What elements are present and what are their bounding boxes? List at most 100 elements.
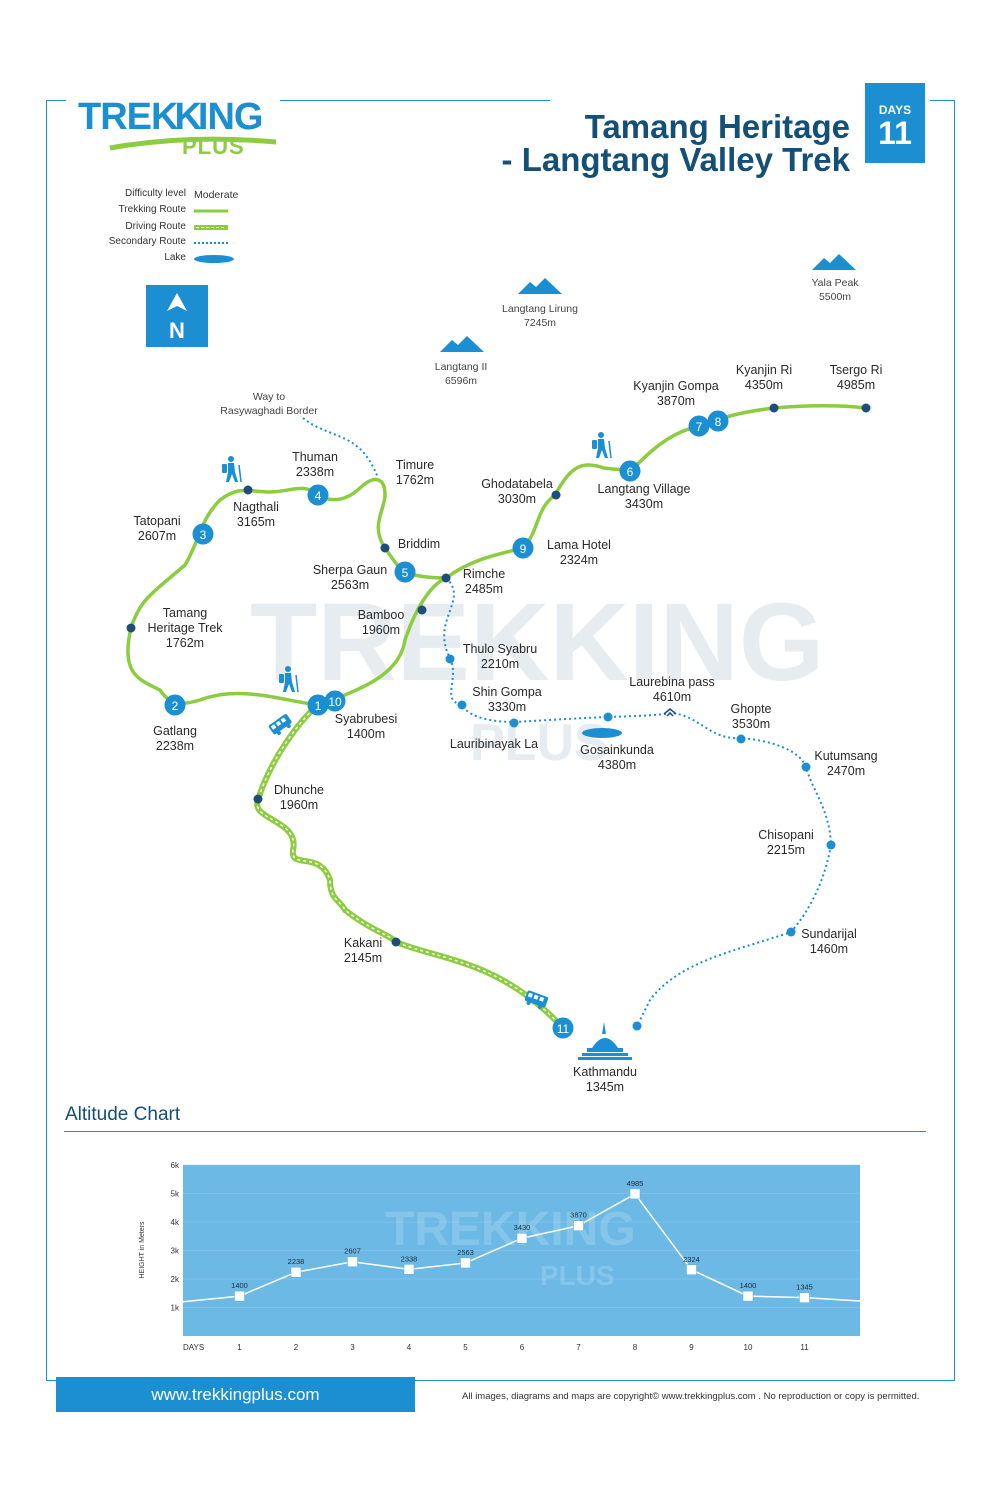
north-label: N <box>169 318 185 343</box>
chart-point <box>629 1188 641 1200</box>
secondary-nodes <box>445 654 836 1031</box>
chart-data-label: 2238 <box>288 1257 305 1266</box>
watermark-logo: TREKKING PLUS <box>250 581 824 772</box>
chart-point <box>686 1264 697 1276</box>
lake-gosainkunda-icon <box>582 728 622 738</box>
chart-data-label: 2324 <box>683 1255 700 1264</box>
days-badge-value: 11 <box>878 115 912 151</box>
altitude-chart-title: Altitude Chart <box>65 1104 181 1125</box>
day-marker-4: 4 <box>307 484 329 506</box>
chart-y-axis-label: HEIGHT in Meters <box>139 1221 146 1279</box>
chart-point <box>573 1220 584 1231</box>
chart-point <box>403 1264 415 1275</box>
chart-y-tick-label: 1k <box>171 1304 180 1313</box>
chart-point <box>799 1292 810 1303</box>
chart-x-tick-label: 9 <box>689 1343 694 1352</box>
peak-alt: 5500m <box>818 291 852 303</box>
day-marker-4-label: 4 <box>315 489 322 503</box>
day-marker-3: 3 <box>192 523 214 545</box>
svg-text:TREKKING: TREKKING <box>385 1203 636 1256</box>
hiker-icon-syabrubesi <box>279 666 299 693</box>
peak-alt: 7245m <box>523 317 557 329</box>
brand-word-3: ING <box>197 96 264 138</box>
logo-swoosh-icon <box>109 136 277 151</box>
days-badge: DAYS 11 <box>865 83 925 163</box>
node-end-dotted <box>632 1021 642 1031</box>
day-marker-1-label: 1 <box>315 699 322 713</box>
peak-name: Langtang Lirung <box>502 303 578 315</box>
chart-point <box>290 1266 302 1278</box>
chart-data-label: 2338 <box>401 1254 418 1263</box>
pass-icon <box>663 708 677 717</box>
brand-word-1: TRE <box>78 96 152 138</box>
node-ghopte <box>736 734 746 744</box>
node-kutumsang <box>801 762 811 772</box>
legend-lake-label: Lake <box>164 252 186 263</box>
chart-x-tick-label: 11 <box>800 1343 809 1352</box>
bus-icon-kathmandu <box>524 990 549 1010</box>
svg-text:TREKKING: TREKKING <box>250 581 824 704</box>
day-marker-1: 1 <box>307 694 329 716</box>
brand-logo: TREKKING PLUS <box>78 96 278 159</box>
node-kakani <box>391 937 401 947</box>
chart-y-tick-label: 6k <box>171 1161 180 1170</box>
day-marker-8: 8 <box>707 410 729 432</box>
legend-trekking-label: Trekking Route <box>118 204 186 215</box>
day-marker-7: 7 <box>688 415 710 437</box>
svg-text:PLUS: PLUS <box>540 1260 615 1291</box>
chart-x-tick-label: 6 <box>520 1343 525 1352</box>
map-title-line2: - Langtang Valley Trek <box>501 141 850 178</box>
legend-difficulty-value: Moderate <box>194 189 239 201</box>
day-marker-9: 9 <box>512 537 534 559</box>
mountain-yala-peak-icon <box>812 254 856 270</box>
chart-x-tick-label: 5 <box>463 1343 468 1352</box>
website-link[interactable]: www.trekkingplus.com <box>56 1377 415 1412</box>
node-ghodatabela <box>551 490 561 500</box>
mountain-langtang-ii-icon <box>440 336 484 352</box>
altitude-chart-rule <box>64 1131 926 1132</box>
day-marker-7-label: 7 <box>696 420 703 434</box>
north-arrow: N <box>146 285 208 347</box>
secondary-route-rasuwa <box>302 417 379 479</box>
day-marker-2-label: 2 <box>172 699 179 713</box>
day-marker-9-label: 9 <box>520 542 527 556</box>
label-lauribinayak: Lauribinayak La <box>449 737 539 751</box>
hiker-icon-tamang <box>222 456 242 483</box>
chart-point <box>460 1257 471 1269</box>
legend-difficulty-label: Difficulty level <box>125 188 186 199</box>
node-chisopani <box>826 840 836 850</box>
chart-data-label: 4985 <box>627 1179 644 1188</box>
chart-data-label: 1345 <box>796 1283 813 1292</box>
chart-data-label: 2563 <box>457 1248 474 1257</box>
stupa-kathmandu-icon <box>578 1022 632 1060</box>
node-dhunche <box>253 794 263 804</box>
chart-watermark: TREKKING PLUS <box>385 1203 636 1291</box>
node-kyanjin-ri <box>769 403 779 413</box>
chart-x-axis-label: DAYS <box>183 1343 204 1352</box>
chart-data-label: 1400 <box>231 1281 248 1290</box>
node-tamang-heritage <box>126 623 136 633</box>
day-markers: 1 10 2 3 4 5 6 7 8 9 11 <box>164 410 729 1039</box>
hiker-icon-langtang <box>592 432 612 459</box>
